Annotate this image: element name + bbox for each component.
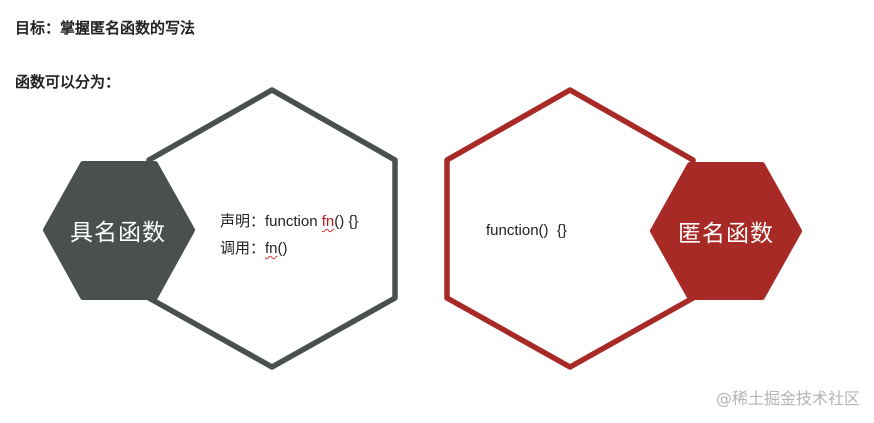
watermark: @稀土掘金技术社区 [715, 389, 860, 408]
named-function-declaration: 声明：function fn() {} [220, 210, 358, 231]
anonymous-function-outline-hexagon [444, 87, 696, 370]
named-function-outline-hexagon [146, 87, 398, 370]
anonymous-function-label: 匿名函数 [678, 221, 774, 247]
call-parens: () [277, 240, 288, 257]
declaration-body: () {} [334, 213, 359, 230]
section-subtitle: 函数可以分为： [15, 73, 121, 91]
named-function-call: 调用：fn() [220, 237, 288, 258]
call-prefix: 调用： [220, 240, 266, 257]
anonymous-function-hexagon [650, 162, 802, 300]
page-title: 目标：掌握匿名函数的写法 [15, 19, 196, 37]
call-function-name: fn [265, 240, 278, 257]
declaration-prefix: 声明： [220, 213, 266, 230]
anonymous-function-code: function() {} [486, 222, 567, 239]
declaration-keyword: function [265, 213, 322, 230]
named-function-hexagon [43, 161, 195, 300]
declaration-function-name: fn [321, 213, 335, 230]
named-function-label: 具名函数 [70, 220, 166, 246]
